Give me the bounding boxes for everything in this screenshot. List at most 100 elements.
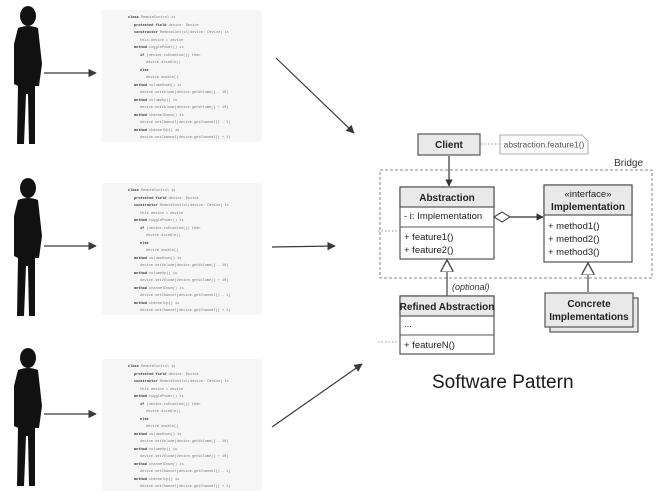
code-line: method channelUp() is bbox=[134, 129, 179, 133]
code-line: constructor RemoteControl(device: Device… bbox=[134, 204, 229, 208]
code-text: device: Device bbox=[166, 196, 199, 201]
abstraction-header bbox=[399, 186, 495, 208]
code-text: device.setVolume(device.getVolume() - 10… bbox=[140, 440, 229, 444]
note-shape bbox=[499, 134, 589, 155]
code-text: device.setVolume(device.getVolume() - 10… bbox=[140, 91, 229, 95]
concrete-implementations-line2: Implementations bbox=[549, 312, 629, 323]
code-line: method togglePower() is bbox=[134, 46, 184, 50]
code-text: volumeUp() is bbox=[146, 98, 178, 103]
code-keyword: protected field bbox=[134, 196, 167, 201]
code-text: device.setChannel(device.getChannel() - … bbox=[140, 294, 231, 298]
code-text: volumeDown() is bbox=[146, 432, 182, 437]
code-line: device.disable() bbox=[146, 410, 181, 414]
code-text: (device.isEnabled()) then bbox=[144, 226, 201, 231]
code-text: channelUp() is bbox=[146, 128, 180, 133]
code-text: togglePower() is bbox=[146, 219, 184, 223]
code-keyword: method bbox=[134, 462, 147, 467]
code-line: class RemoteControl is bbox=[128, 189, 175, 193]
implementation-header bbox=[543, 184, 633, 216]
code-keyword: method bbox=[134, 301, 147, 306]
refined-abstraction-field: ... bbox=[404, 319, 412, 330]
person-silhouette-3 bbox=[14, 348, 42, 486]
code-keyword: method bbox=[134, 46, 147, 50]
code-keyword: method bbox=[134, 395, 147, 399]
code-text: device.enable() bbox=[146, 425, 179, 429]
code-text: device.disable() bbox=[146, 61, 181, 65]
code-text: channelDown() is bbox=[146, 113, 184, 118]
code-keyword: else bbox=[140, 68, 149, 73]
code-text: RemoteControl(device: Device) is bbox=[157, 204, 229, 208]
code-line: method channelUp() is bbox=[134, 478, 179, 482]
code-line: device.setVolume(device.getVolume() + 10… bbox=[140, 279, 228, 283]
code-text: channelDown() is bbox=[146, 286, 184, 291]
code-text: this.device = device bbox=[140, 211, 184, 216]
code-keyword: method bbox=[134, 447, 147, 452]
code-line: method togglePower() is bbox=[134, 219, 184, 223]
code-line: device.setVolume(device.getVolume() + 10… bbox=[140, 106, 228, 110]
bridge-boundary bbox=[379, 169, 653, 279]
aggregation-diamond bbox=[492, 211, 512, 223]
abstraction-title: Abstraction bbox=[419, 193, 475, 204]
code-text: togglePower() is bbox=[146, 395, 184, 399]
code-line: method channelDown() is bbox=[134, 287, 184, 291]
code-line: method channelDown() is bbox=[134, 114, 184, 118]
code-text: device: Device bbox=[166, 23, 199, 28]
person-silhouette-2 bbox=[14, 178, 42, 316]
code-keyword: protected field bbox=[134, 372, 167, 377]
code-line: else bbox=[140, 69, 149, 73]
arrow-code2-to-pattern bbox=[271, 241, 336, 251]
code-text: RemoteControl is bbox=[138, 365, 176, 369]
code-text: device.setChannel(device.getChannel() + … bbox=[140, 309, 231, 313]
code-text: this.device = device bbox=[140, 387, 184, 392]
code-line: protected field device: Device bbox=[134, 197, 199, 201]
code-line: device.setVolume(device.getVolume() - 10… bbox=[140, 264, 228, 268]
code-line: device.enable() bbox=[146, 249, 178, 253]
arrow-code3-to-pattern bbox=[271, 363, 363, 428]
code-line: method volumeUp() is bbox=[134, 448, 177, 452]
code-keyword: if bbox=[140, 226, 145, 231]
abstraction-method-1: + feature1() bbox=[404, 232, 453, 243]
code-keyword: else bbox=[140, 241, 149, 246]
code-keyword: else bbox=[140, 417, 149, 422]
client-box bbox=[417, 133, 481, 156]
code-line: protected field device: Device bbox=[134, 373, 199, 377]
code-keyword: method bbox=[134, 256, 147, 261]
code-keyword: method bbox=[134, 128, 147, 133]
code-text: RemoteControl is bbox=[138, 189, 176, 193]
optional-label: (optional) bbox=[452, 282, 490, 292]
code-snippet-2: class RemoteControl is protected field de… bbox=[102, 183, 262, 315]
implementation-method-3: + method3() bbox=[548, 247, 600, 258]
code-line: device.disable() bbox=[146, 61, 181, 65]
code-line: method channelUp() is bbox=[134, 302, 179, 306]
code-text: this.device = device bbox=[140, 38, 184, 43]
code-text: device.setChannel(device.getChannel() + … bbox=[140, 136, 231, 140]
code-line: device.setVolume(device.getVolume() - 10… bbox=[140, 91, 228, 95]
implementation-method-2: + method2() bbox=[548, 234, 600, 245]
abstraction-method-2: + feature2() bbox=[404, 245, 453, 256]
code-line: device.disable() bbox=[146, 234, 181, 238]
code-keyword: method bbox=[134, 113, 147, 118]
code-line: method channelDown() is bbox=[134, 463, 184, 467]
code-keyword: class bbox=[128, 189, 139, 193]
code-line: method togglePower() is bbox=[134, 395, 184, 399]
code-text: togglePower() is bbox=[146, 46, 184, 50]
code-line: this.device = device bbox=[140, 212, 183, 216]
code-line: device.setChannel(device.getChannel() + … bbox=[140, 136, 231, 140]
code-line: else bbox=[140, 418, 149, 422]
arrow-code1-to-pattern bbox=[275, 57, 355, 134]
refined-abstraction-method: + featureN() bbox=[404, 340, 455, 351]
concrete-implementations-line1: Concrete bbox=[567, 299, 611, 310]
bridge-label: Bridge bbox=[614, 158, 643, 169]
code-line: device.setChannel(device.getChannel() - … bbox=[140, 470, 231, 474]
code-text: volumeDown() is bbox=[146, 83, 182, 88]
code-line: device.setChannel(device.getChannel() - … bbox=[140, 294, 231, 298]
code-text: device.disable() bbox=[146, 234, 181, 238]
code-line: if (device.isEnabled()) then bbox=[140, 54, 200, 58]
code-text: device.disable() bbox=[146, 410, 181, 414]
code-text: device.enable() bbox=[146, 249, 179, 253]
software-pattern-caption: Software Pattern bbox=[432, 372, 574, 393]
code-line: this.device = device bbox=[140, 388, 183, 392]
refined-abstraction-title: Refined Abstraction bbox=[400, 302, 495, 313]
code-text: device.setChannel(device.getChannel() - … bbox=[140, 470, 231, 474]
